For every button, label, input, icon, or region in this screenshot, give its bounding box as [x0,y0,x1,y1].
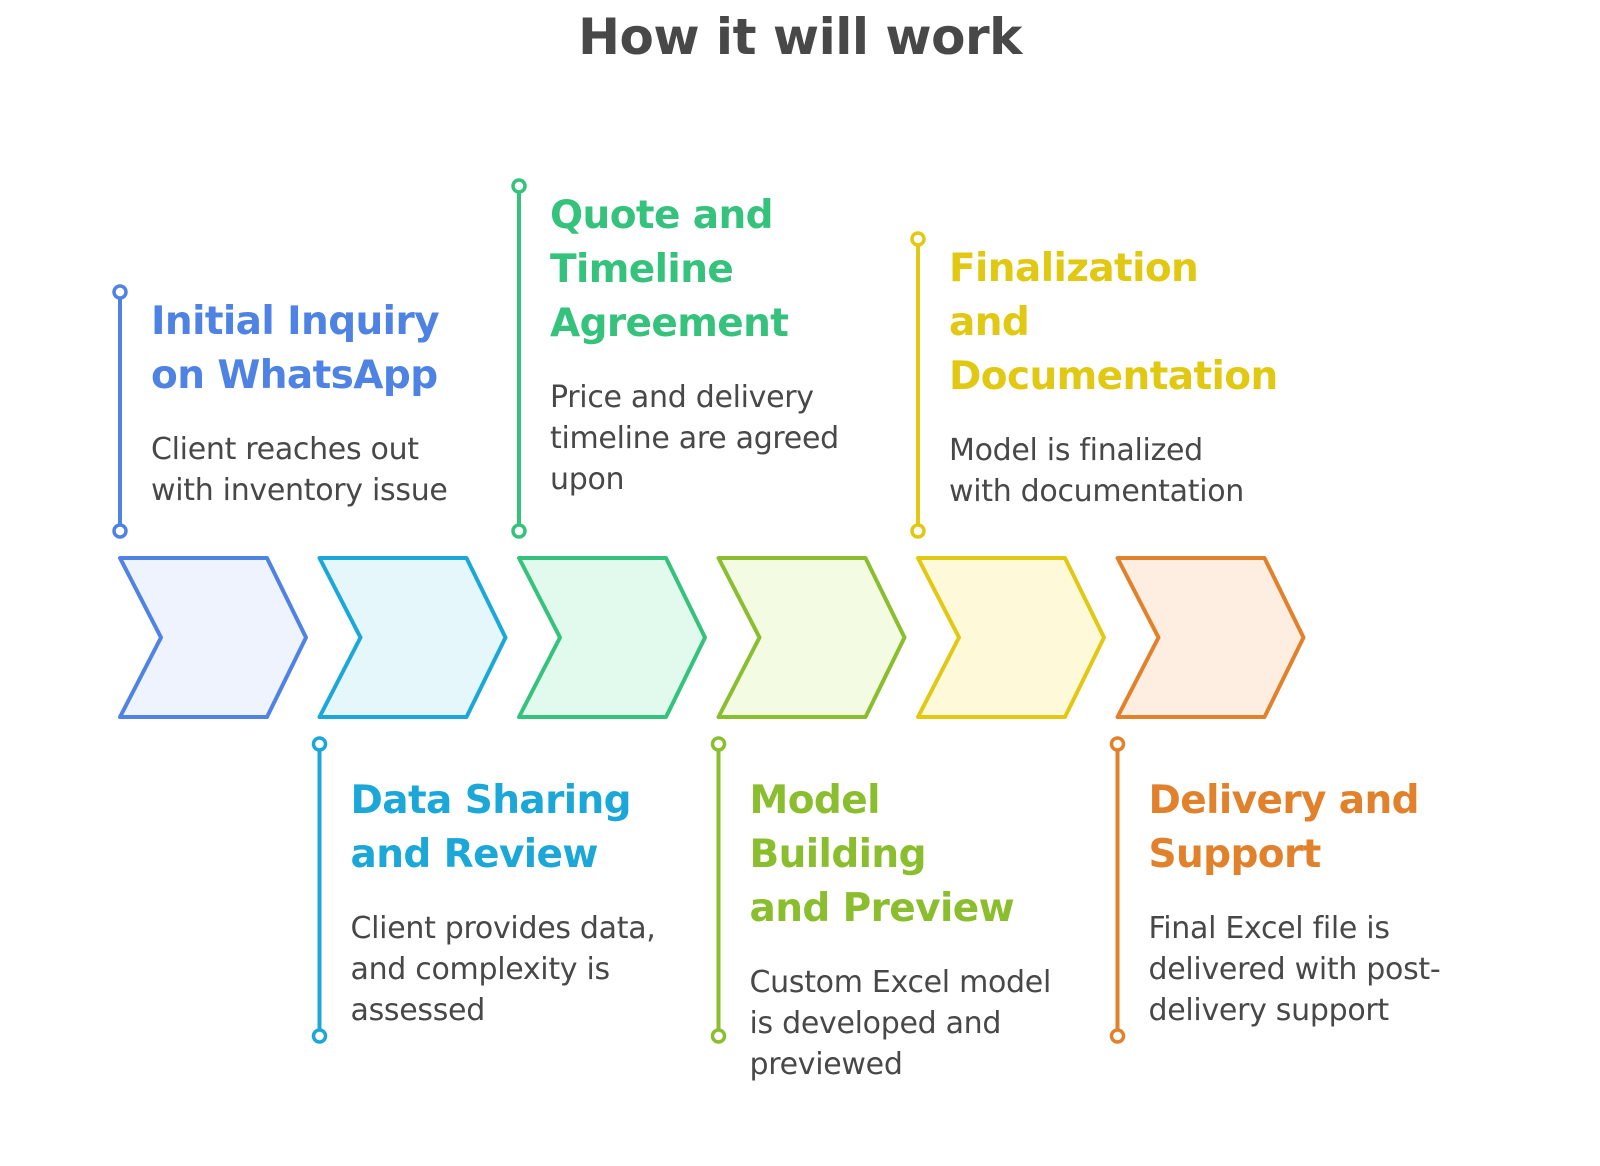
step-description: Client reaches out with inventory issue [151,429,461,511]
step-chevron [1115,556,1306,719]
connector-end-dot [1109,736,1126,752]
step-title-line: Support [1148,832,1322,877]
step-title-line: and Preview [749,886,1015,931]
connector-end-dot [910,523,926,539]
step-description-line: timeline are agreed [550,421,839,456]
step-chevron [517,556,707,719]
step-title: Initial Inquiry on WhatsApp [151,295,461,403]
step-title-line: Timeline [550,247,734,292]
step-description-line: Custom Excel model [749,965,1052,1000]
step-description-line: Price and delivery [550,380,814,415]
step-description-line: upon [550,462,625,497]
step-description-line: and complexity is [350,952,611,987]
step-description: Model is finalized with documentation [949,430,1259,512]
step-title-line: and Review [350,832,599,877]
step-title: Data Sharing and Review [351,774,661,882]
step-title-line: Data Sharing [350,778,632,823]
connector-end-dot [112,284,128,300]
step-description-line: assessed [350,993,486,1028]
connector-end-dot [112,523,128,539]
step-description-line: delivered with post- [1148,952,1441,987]
step-description: Custom Excel model is developed and previe… [750,962,1060,1085]
step-title-line: Finalization [949,246,1199,291]
step-description-line: is developed and [749,1006,1002,1041]
connector-end-dot [511,523,527,539]
step-description-line: Model is finalized [949,433,1203,468]
step-description-line: Client reaches out [151,432,419,467]
step-title-line: and [949,300,1030,345]
step-title-line: Documentation [949,354,1278,399]
step-title-line: Agreement [550,301,789,346]
connector-end-dot [710,736,727,752]
connector-end-dot [311,736,328,752]
step-chevron [716,556,907,719]
step-description: Client provides data, and complexity is as… [351,908,661,1031]
step-description-line: Client provides data, [350,911,656,946]
step-description-line: with inventory issue [151,473,448,508]
step-chevron [317,556,508,719]
step-title-line: on WhatsApp [151,353,438,398]
step-description: Final Excel file is delivered with post-d… [1149,908,1459,1031]
step-title-line: Model Building [749,778,927,877]
connector-end-dot [311,1028,328,1044]
step-title-line: Initial Inquiry [151,299,440,344]
step-description: Price and delivery timeline are agreed upo… [550,377,860,500]
step-chevron [916,556,1106,719]
step-chevron [118,556,308,719]
step-description-line: Final Excel file is [1148,911,1390,946]
connector-end-dot [710,1028,727,1044]
step-description-line: delivery support [1148,993,1390,1028]
connector-end-dot [511,178,527,194]
step-title-line: Quote and [550,193,774,238]
page-title: How it will work [578,8,1022,66]
connector-end-dot [910,231,926,247]
step-title: Model Building and Preview [750,774,1060,936]
connector-end-dot [1109,1028,1126,1044]
step-title-line: Delivery and [1148,778,1420,823]
step-description-line: with documentation [949,474,1244,509]
step-description-line: previewed [749,1047,903,1082]
